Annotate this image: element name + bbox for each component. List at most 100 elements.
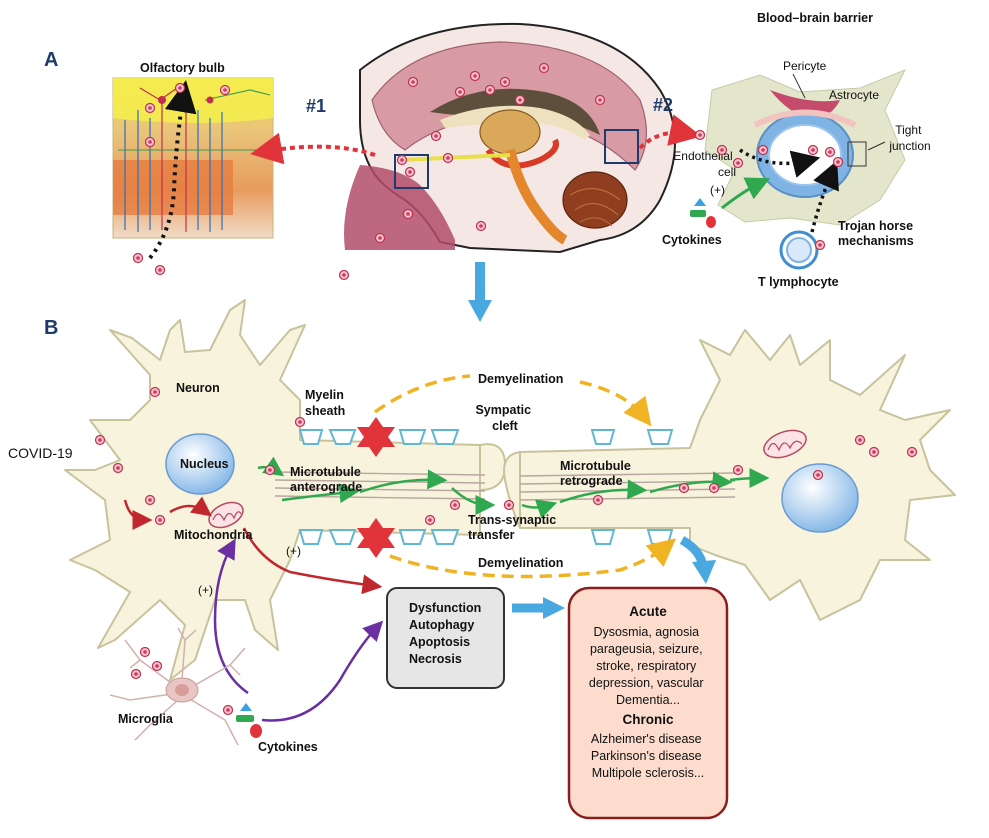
trojan-horse-label: Trojan horse mechanisms [838,219,917,248]
cytokine-bottom-icon [236,703,262,738]
virus-particle-icon [154,514,166,526]
olfactory-bulb-label: Olfactory bulb [140,61,225,75]
cytokine-to-dysfunction-arrow [261,620,384,722]
virus-particle-icon [708,482,720,494]
virus-particle-icon [407,76,419,88]
virus-particle-icon [430,130,442,142]
virus-particle-icon [812,469,824,481]
transport-arrow-3 [359,469,448,494]
trans-synaptic-label: Trans-synaptic transfer [468,513,560,542]
virus-particle-icon [374,232,386,244]
tight-junction-pointer [867,141,886,151]
myelin-damage-star-top [357,417,395,457]
virus-particle-icon [732,464,744,476]
olfactory-bulb-illustration [112,77,274,239]
route1-label: #1 [306,96,326,116]
outcome-box [567,586,729,820]
mitochondria-right [763,429,807,459]
virus-particle-icon [402,208,414,220]
virus-particles [94,62,918,716]
virus-particle-icon [514,94,526,106]
microtubule-retrograde-label: Microtubule retrograde [560,459,634,488]
microtubule-anterograde-label: Microtubule anterograde [290,465,364,494]
neuron-to-outcome-head [692,560,716,584]
neuron-label: Neuron [176,381,220,395]
virus-particle-icon [757,144,769,156]
virus-particle-icon [732,157,744,169]
myelin-damage-star-bottom [357,518,395,558]
transport-arrow-4 [451,487,496,515]
virus-particle-icon [424,514,436,526]
virus-particle-icon [594,94,606,106]
virus-particle-icon [149,386,161,398]
virus-particle-icon [130,668,142,680]
virus-particle-icon [219,84,231,96]
nucleus-label: Nucleus [180,457,229,471]
myelin-sheath-top [298,429,674,445]
virus-particle-icon [338,269,350,281]
bbb-plus-label: (+) [710,183,725,197]
pericyte-label: Pericyte [783,59,827,73]
virus-particle-icon [807,144,819,156]
virus-particle-icon [824,146,836,158]
demyelination-top-label: Demyelination [478,372,563,386]
chronic-title: Chronic [622,712,673,727]
demyelination-top-left-arrow [373,374,471,414]
demyelination-top-right-arrow [579,380,652,427]
cytokines-top-label: Cytokines [662,233,722,247]
dysfunction-list: Dysfunction Autophagy Apoptosis Necrosis [409,601,485,666]
virus-particle-icon [396,154,408,166]
dysfunction-to-outcome-head [543,597,565,619]
virus-particle-icon [442,152,454,164]
virus-particle-icon [404,166,416,178]
virus-particle-icon [454,86,466,98]
mitochondria-to-dysfunction-arrow [242,527,383,595]
mitochondria-infection-arrow [169,496,213,517]
panel-b-label: B [44,317,58,339]
virus-particle-icon [678,482,690,494]
virus-particle-icon [112,462,124,474]
cytokine-bbb-arrow [721,177,771,210]
cytokines-bottom-label: Cytokines [258,740,318,754]
myelin-sheath-label: Myelin sheath [305,388,347,418]
virus-particle-icon [469,70,481,82]
astrocyte-label: Astrocyte [829,88,879,102]
virus-particle-icon [592,494,604,506]
route2-label: #2 [653,95,673,115]
virus-particle-icon [499,76,511,88]
nucleus-right [781,463,859,533]
acute-list: Dysosmia, agnosia parageusia, seizure, s… [589,625,707,707]
transport-arrow-5 [521,499,558,519]
panel-a-label: A [44,49,58,71]
virus-particle-icon [449,499,461,511]
demyelination-bottom-label: Demyelination [478,556,563,570]
virus-particle-icon [154,264,166,276]
transport-arrow-7 [649,471,733,494]
neuron-left-body [64,299,481,681]
plus-left-label: (+) [198,583,213,597]
virus-particle-icon [475,220,487,232]
cytokine-to-mitochondria-arrow [213,538,249,695]
nucleus-left [165,433,235,495]
cytokine-top-icon [690,198,716,228]
demyelination-bottom-arrow [389,538,677,579]
chronic-list: Alzheimer's disease Parkinson's disease … [591,732,705,780]
panel-flow-arrow-head [468,300,492,322]
dysfunction-box [386,587,505,689]
virus-particle-icon [139,646,151,658]
t-lymphocyte-label: T lymphocyte [758,275,839,289]
mitochondria-left [208,501,244,529]
covid-label: COVID-19 [8,445,73,461]
virus-particle-icon [716,144,728,156]
microglia-illustration [109,627,246,746]
virus-particle-icon [484,84,496,96]
virus-particle-icon [868,446,880,458]
virus-particle-icon [814,239,826,251]
brain-sagittal-illustration [344,22,676,254]
transport-arrow-2 [281,483,360,504]
mitochondria-label: Mitochondria [174,528,254,542]
virus-particle-icon [503,499,515,511]
acute-title: Acute [629,604,667,619]
